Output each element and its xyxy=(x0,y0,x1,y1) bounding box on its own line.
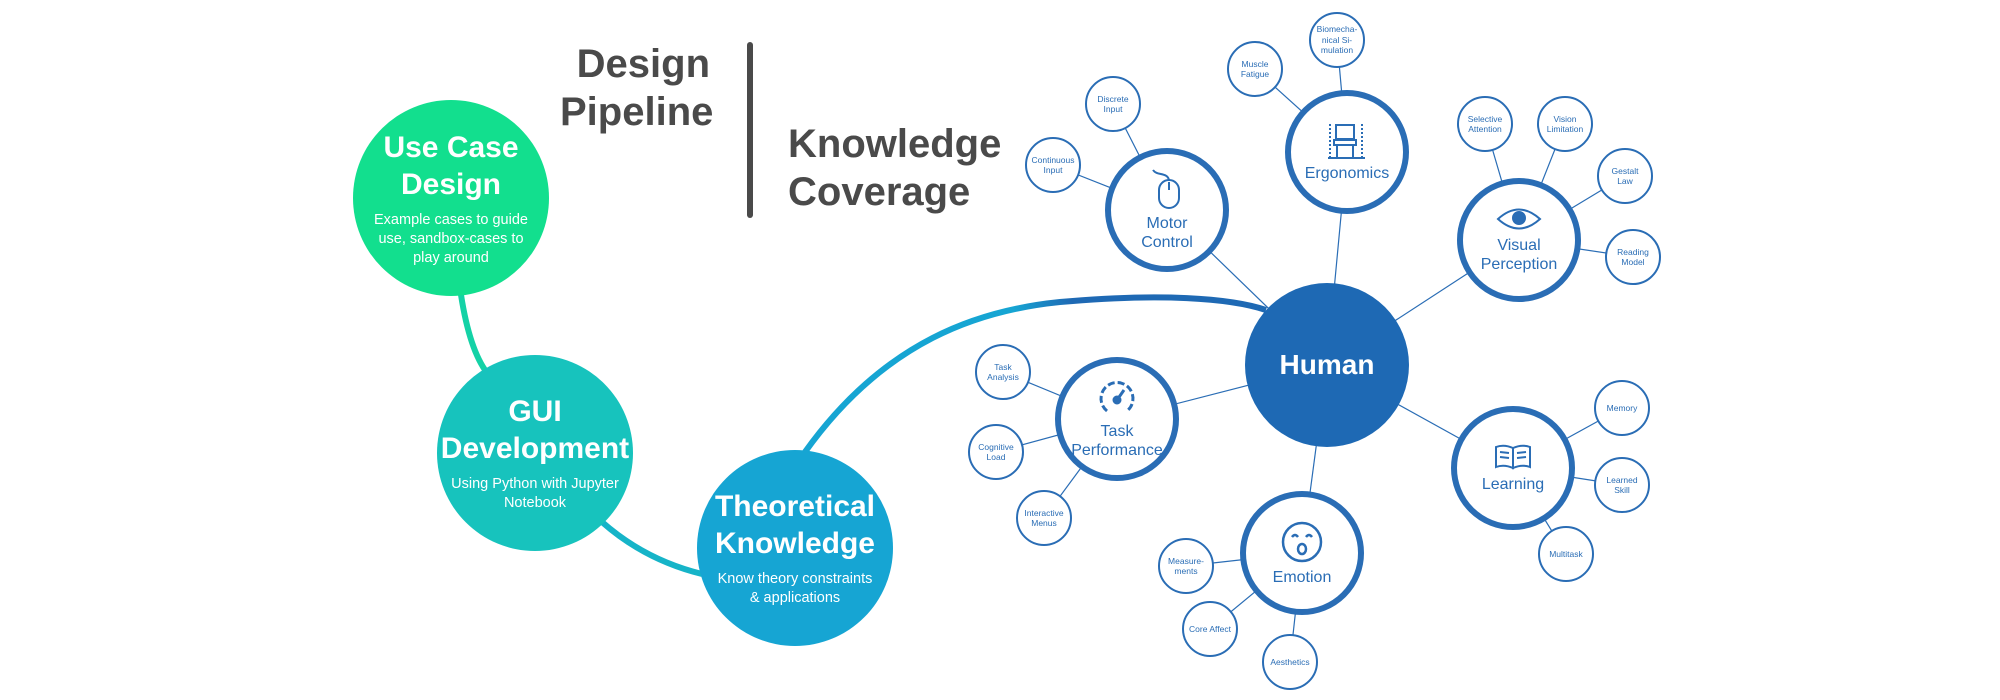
pipeline-theoretical-knowledge: Theoretical Knowledge Know theory constr… xyxy=(697,450,893,646)
sub-learned-skill: Learned Skill xyxy=(1594,457,1650,513)
sub-label: Discrete Input xyxy=(1097,93,1129,115)
sub-label: Biomecha- nical Si- mulation xyxy=(1316,24,1358,56)
sub-label: Continuous Input xyxy=(1031,154,1075,176)
topic-motor-control: Motor Control xyxy=(1105,148,1229,272)
pipeline-title: Use Case Design xyxy=(383,130,519,201)
heading-design-pipeline: Design Pipeline xyxy=(560,42,714,134)
sub-cognitive-load: Cognitive Load xyxy=(968,424,1024,480)
topic-label: Learning xyxy=(1481,475,1545,493)
mouse-icon xyxy=(1152,169,1180,209)
sub-selective-attention: Selective Attention xyxy=(1457,96,1513,152)
sub-label: Cognitive Load xyxy=(978,441,1014,463)
sub-label: Reading Model xyxy=(1617,246,1649,268)
sub-discrete-input: Discrete Input xyxy=(1085,76,1141,132)
pipeline-desc: Using Python with Jupyter Notebook xyxy=(451,476,619,511)
sub-label: Interactive Menus xyxy=(1024,507,1064,529)
sub-label: Muscle Fatigue xyxy=(1240,58,1270,80)
sub-task-analysis: Task Analysis xyxy=(975,344,1031,400)
pipeline-gui-development: GUI Development Using Python with Jupyte… xyxy=(437,355,633,551)
sub-measurements: Measure- ments xyxy=(1158,538,1214,594)
pipeline-desc: Example cases to guide use, sandbox-case… xyxy=(374,211,528,266)
heading-divider xyxy=(747,42,753,218)
sub-interactive-menus: Interactive Menus xyxy=(1016,490,1072,546)
sub-gestalt-law: Gestalt Law xyxy=(1597,148,1653,204)
face-icon xyxy=(1281,521,1323,562)
gauge-icon xyxy=(1099,381,1135,413)
sub-biomechanical-simulation: Biomecha- nical Si- mulation xyxy=(1309,12,1365,68)
topic-label: Task Performance xyxy=(1071,423,1163,459)
pipeline-use-case-design: Use Case Design Example cases to guide u… xyxy=(353,100,549,296)
topic-label: Visual Perception xyxy=(1480,237,1558,273)
sub-core-affect: Core Affect xyxy=(1182,601,1238,657)
book-icon xyxy=(1495,444,1531,470)
pipeline-connector-2 xyxy=(600,519,703,577)
hub-human: Human xyxy=(1245,283,1409,447)
pipeline-title: GUI Development xyxy=(440,395,630,465)
sub-label: Vision Limitation xyxy=(1546,113,1584,135)
sub-label: Core Affect xyxy=(1189,623,1231,634)
sub-memory: Memory xyxy=(1594,380,1650,436)
sub-multitask: Multitask xyxy=(1538,526,1594,582)
topic-learning: Learning xyxy=(1451,406,1575,530)
hub-label: Human xyxy=(1279,349,1375,380)
sub-label: Aesthetics xyxy=(1270,656,1310,667)
topic-ergonomics: Ergonomics xyxy=(1285,90,1409,214)
pipeline-connector-1 xyxy=(457,287,488,372)
sub-label: Measure- ments xyxy=(1168,555,1204,577)
eye-icon xyxy=(1496,208,1542,230)
knowledge-connector xyxy=(802,294,1267,454)
sub-aesthetics: Aesthetics xyxy=(1262,634,1318,690)
topic-task-performance: Task Performance xyxy=(1055,357,1179,481)
sub-label: Memory xyxy=(1606,402,1638,413)
topic-visual-perception: Visual Perception xyxy=(1457,178,1581,302)
sub-reading-model: Reading Model xyxy=(1605,229,1661,285)
sub-label: Selective Attention xyxy=(1467,113,1503,135)
sub-vision-limitation: Vision Limitation xyxy=(1537,96,1593,152)
sub-label: Gestalt Law xyxy=(1611,165,1639,187)
sub-label: Learned Skill xyxy=(1606,474,1638,496)
chair-icon xyxy=(1328,123,1365,159)
sub-continuous-input: Continuous Input xyxy=(1025,137,1081,193)
sub-label: Task Analysis xyxy=(987,361,1019,383)
sub-muscle-fatigue: Muscle Fatigue xyxy=(1227,41,1283,97)
topic-label: Ergonomics xyxy=(1304,164,1390,182)
topic-label: Motor Control xyxy=(1141,215,1193,251)
pipeline-title: Theoretical Knowledge xyxy=(714,490,876,560)
topic-emotion: Emotion xyxy=(1240,491,1364,615)
heading-knowledge-coverage: Knowledge Coverage xyxy=(788,122,1002,214)
topic-label: Emotion xyxy=(1272,568,1332,586)
sub-label: Multitask xyxy=(1549,548,1583,559)
pipeline-desc: Know theory constraints & applications xyxy=(717,571,873,606)
